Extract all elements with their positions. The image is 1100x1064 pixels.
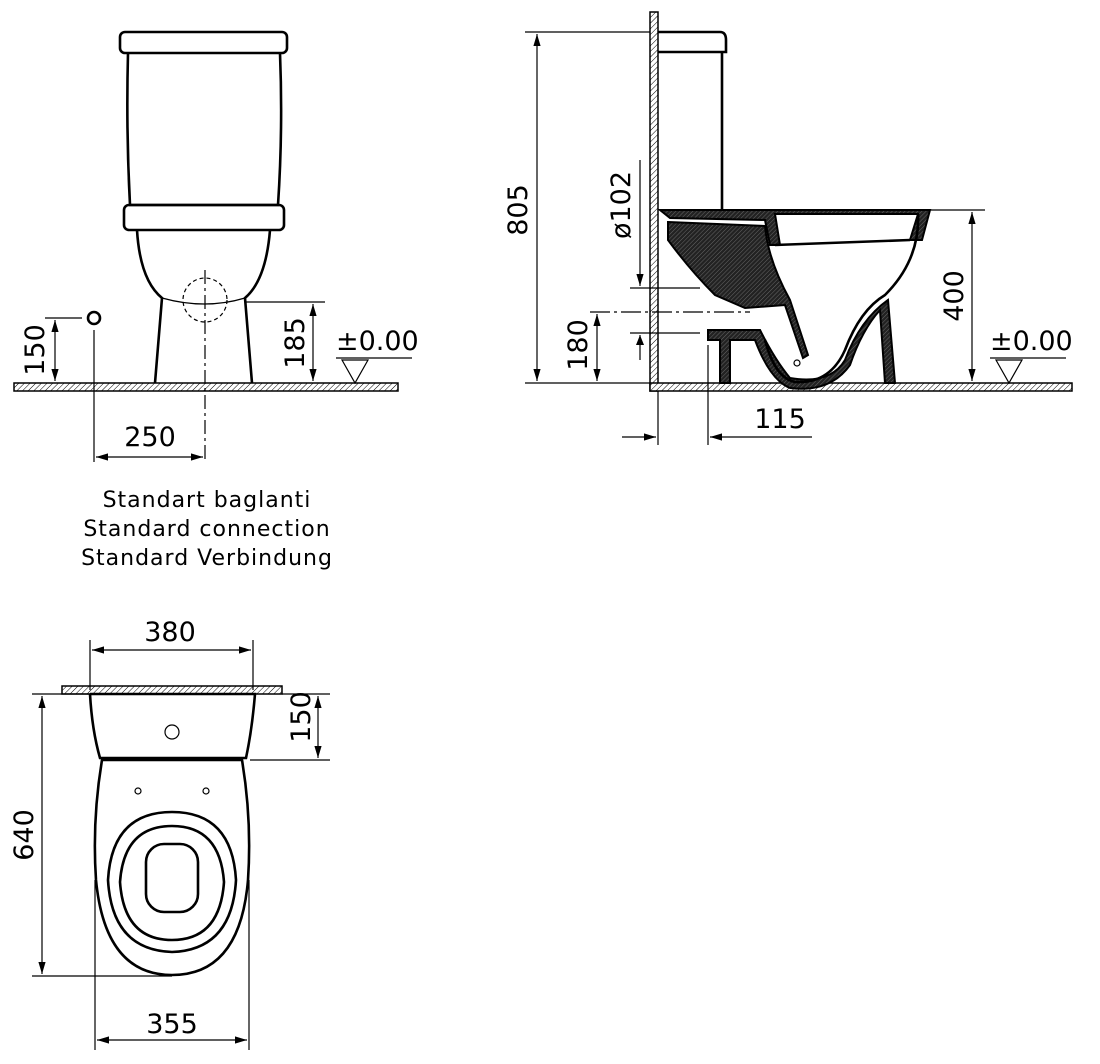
wall bbox=[649, 11, 659, 392]
caption-turkish: Standart baglanti bbox=[102, 488, 312, 513]
dim-bowl-height: 400 bbox=[939, 270, 970, 322]
dim-outlet-height-side: 180 bbox=[563, 319, 594, 371]
dim-total-height: 805 bbox=[503, 184, 534, 236]
floor bbox=[13, 382, 399, 392]
front-view: 150 185 ±0.00 250 bbox=[13, 30, 419, 462]
seat-collar bbox=[122, 203, 286, 232]
cistern-body bbox=[126, 52, 283, 207]
dim-wall-offset: 115 bbox=[754, 404, 806, 435]
caption-german: Standard Verbindung bbox=[81, 546, 333, 571]
cistern-lid bbox=[118, 30, 289, 55]
cistern-side bbox=[658, 30, 728, 210]
dim-tank-depth: 150 bbox=[286, 691, 317, 743]
water-inlet bbox=[86, 310, 102, 326]
side-view: 805 ø102 180 400 ±0.00 115 bbox=[503, 11, 1073, 445]
dim-total-length: 640 bbox=[9, 809, 40, 861]
dim-pipe-diameter: ø102 bbox=[606, 171, 637, 239]
caption-english: Standard connection bbox=[83, 517, 331, 542]
level-side: ±0.00 bbox=[990, 326, 1073, 357]
bowl-pedestal bbox=[135, 229, 272, 384]
dim-bowl-width: 355 bbox=[146, 1009, 198, 1040]
level-front: ±0.00 bbox=[336, 326, 419, 357]
bowl-top bbox=[93, 758, 251, 977]
dim-outlet-offset: 250 bbox=[124, 422, 176, 453]
connection-caption: Standart baglanti Standard connection St… bbox=[40, 486, 374, 573]
tank-top bbox=[88, 692, 257, 760]
top-view: 380 150 640 355 bbox=[9, 617, 330, 1050]
outlet-hidden bbox=[182, 277, 228, 323]
dim-outlet-height: 185 bbox=[280, 317, 311, 369]
floor-side bbox=[649, 382, 1073, 392]
dim-inlet-height: 150 bbox=[20, 324, 51, 376]
dim-tank-width: 380 bbox=[144, 617, 196, 648]
